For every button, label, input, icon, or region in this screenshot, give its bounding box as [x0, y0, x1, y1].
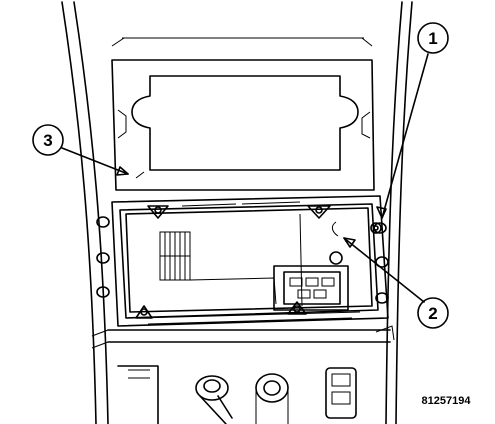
lower-console	[91, 325, 395, 424]
module-screws	[135, 205, 382, 319]
leader-lines	[61, 53, 429, 303]
module-bracket	[96, 195, 389, 327]
callout-3: 3	[32, 124, 64, 156]
callout-1: 1	[417, 22, 449, 54]
leader-line-2	[343, 237, 425, 303]
callout-1-number: 1	[428, 29, 437, 48]
screw-bottom-left	[135, 305, 153, 319]
screw-top-left	[147, 205, 169, 219]
callout-2: 2	[417, 297, 449, 329]
leader-line-3	[61, 147, 129, 175]
screw-bottom-right	[287, 301, 307, 315]
wiring-connector	[273, 221, 349, 311]
callout-3-number: 3	[43, 131, 52, 150]
console-bezel	[61, 1, 413, 424]
figure-id-label: 81257194	[422, 395, 472, 407]
screw-right-side	[370, 222, 382, 234]
bracket-mounting-tabs-left	[96, 216, 110, 298]
leader-line-1	[381, 53, 429, 219]
callout-2-number: 2	[428, 304, 437, 323]
electronic-module	[125, 201, 373, 325]
console-opening	[131, 75, 359, 171]
screw-top-right	[307, 205, 331, 219]
